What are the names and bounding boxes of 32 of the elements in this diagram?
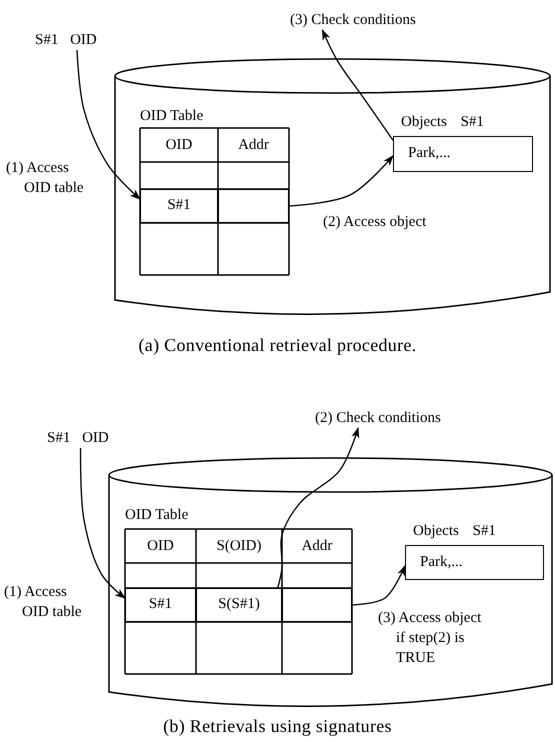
table-title: OID Table xyxy=(125,506,188,525)
column-header: OID xyxy=(164,136,194,155)
object-record: Park,... xyxy=(393,136,533,172)
arrow xyxy=(352,564,406,606)
arrow xyxy=(277,427,360,588)
object-record: Park,... xyxy=(405,545,544,580)
table-title: OID Table xyxy=(140,107,204,126)
objects-heading: Objects S#1 xyxy=(413,522,496,541)
arrow xyxy=(288,155,394,207)
arrow xyxy=(322,29,394,141)
table-cell xyxy=(218,189,289,223)
table-cell: S(S#1) xyxy=(196,588,282,622)
arrow xyxy=(76,50,141,200)
column-header: Addr xyxy=(300,537,334,556)
input-label: S#1 OID xyxy=(35,30,119,50)
arrow xyxy=(80,448,126,599)
column-header: OID xyxy=(146,537,175,556)
table-cell: S#1 xyxy=(140,189,218,223)
input-label: S#1 OID xyxy=(47,428,131,448)
edge-label: (1) Access OID table xyxy=(6,159,85,198)
column-header: S(OID) xyxy=(216,537,262,556)
figure-caption: (b) Retrievals using signatures xyxy=(162,716,393,736)
edge-label: (2) Access object xyxy=(323,213,428,232)
table-cell xyxy=(282,588,352,622)
figure-caption: (a) Conventional retrieval procedure. xyxy=(138,335,418,355)
step-label: (3) Check conditions xyxy=(290,10,470,30)
step-label: (2) Check conditions xyxy=(315,408,495,428)
edge-label: (3) Access object if step(2) is TRUE xyxy=(378,609,482,668)
column-header: Addr xyxy=(237,136,270,155)
objects-heading: Objects S#1 xyxy=(401,113,484,132)
edge-label: (1) Access OID table xyxy=(4,583,83,622)
table-cell: S#1 xyxy=(125,588,196,622)
